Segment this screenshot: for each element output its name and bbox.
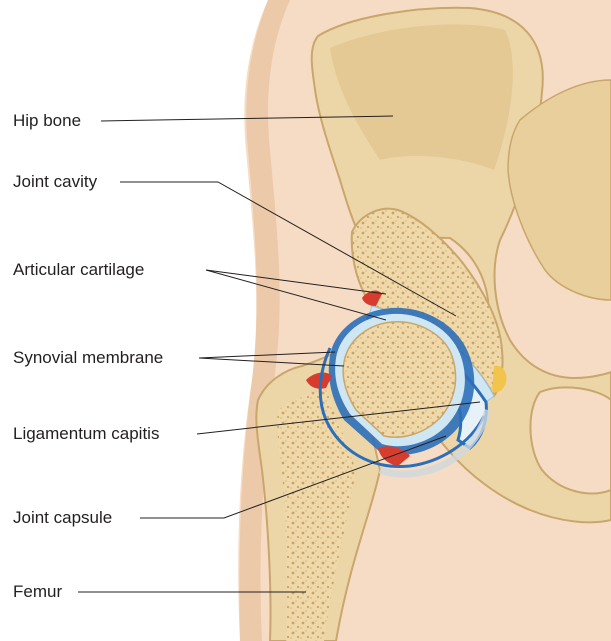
label-joint-cavity: Joint cavity [13, 172, 97, 192]
label-articular-cartilage: Articular cartilage [13, 260, 144, 280]
label-femur: Femur [13, 582, 62, 602]
label-hip-bone: Hip bone [13, 111, 81, 131]
label-synovial-membrane: Synovial membrane [13, 348, 163, 368]
label-ligamentum-capitis: Ligamentum capitis [13, 424, 159, 444]
label-joint-capsule: Joint capsule [13, 508, 112, 528]
